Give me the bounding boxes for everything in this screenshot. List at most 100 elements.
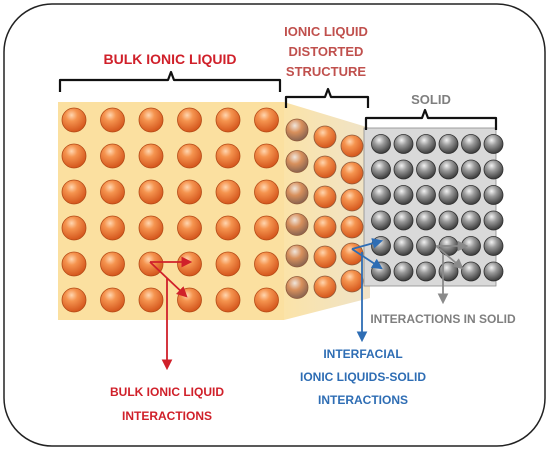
- ion-particle: [61, 287, 87, 313]
- distorted-ion-particle: [340, 134, 364, 158]
- distorted-ion-particle: [285, 244, 309, 268]
- ion-particle: [61, 143, 87, 169]
- distorted-ion-particle: [313, 245, 337, 269]
- solid-particle: [416, 236, 436, 256]
- solid-particle: [461, 185, 481, 205]
- ion-particle: [61, 179, 87, 205]
- distorted-ion-particle: [285, 213, 309, 236]
- solid-particle: [483, 134, 504, 154]
- distorted-ion-particle: [313, 275, 337, 299]
- solid-interactions-label: INTERACTIONS IN SOLID: [370, 312, 516, 326]
- distorted-ion-particle: [285, 118, 309, 142]
- solid-particle: [393, 210, 414, 231]
- solid-particle: [416, 261, 436, 282]
- solid-particle: [438, 134, 459, 154]
- solid-particle: [483, 210, 504, 231]
- solid-particle: [416, 134, 436, 154]
- solid-title: SOLID: [411, 92, 451, 107]
- ion-particle: [215, 143, 241, 169]
- ion-particle: [100, 287, 125, 313]
- bulk-ionic-liquid-title: BULK IONIC LIQUID: [104, 51, 237, 67]
- bulk-liquid-region: [58, 102, 284, 320]
- ion-particle: [177, 107, 202, 133]
- solid-particle: [461, 210, 481, 231]
- bulk-brace: [58, 70, 282, 92]
- interfacial-interaction-arrows: [351, 238, 384, 343]
- solid-particle: [416, 185, 436, 205]
- solid-particle: [483, 185, 504, 205]
- distorted-ion-particle: [313, 185, 337, 209]
- solid-particles: [371, 134, 504, 282]
- ion-particle: [215, 287, 241, 313]
- solid-particle: [483, 261, 504, 282]
- distorted-ion-particles: [285, 118, 364, 299]
- distorted-ion-particle: [285, 150, 309, 173]
- distorted-brace: [284, 87, 370, 108]
- ion-particle: [215, 215, 241, 241]
- solid-particle: [371, 185, 391, 205]
- interfacial-label-line2: IONIC LIQUIDS-SOLID: [300, 370, 426, 384]
- distorted-ion-particle: [340, 215, 364, 239]
- solid-particle: [393, 185, 414, 205]
- ion-particle: [61, 215, 87, 241]
- ion-particle: [254, 251, 279, 277]
- ion-particle: [138, 179, 164, 205]
- solid-particle: [461, 134, 481, 154]
- distorted-ion-particle: [285, 276, 309, 299]
- solid-particle: [393, 236, 414, 256]
- bulk-interactions-label-line1: BULK IONIC LIQUID: [110, 385, 224, 399]
- solid-particle: [371, 236, 391, 256]
- ion-particle: [61, 107, 87, 133]
- ion-particle: [177, 251, 202, 277]
- solid-particle: [416, 159, 436, 180]
- ion-particle: [138, 143, 164, 169]
- distorted-ion-particle: [313, 125, 337, 149]
- distorted-ion-particle: [340, 269, 364, 293]
- distorted-ion-particle: [313, 215, 337, 239]
- distorted-ion-particle: [340, 242, 364, 266]
- solid-particle: [438, 210, 459, 231]
- solid-particle: [393, 159, 414, 180]
- distorted-structure-title-line1: IONIC LIQUID: [284, 24, 368, 39]
- solid-particle: [371, 134, 391, 154]
- ion-particle: [100, 107, 125, 133]
- solid-particle: [371, 159, 391, 180]
- solid-particle: [393, 134, 414, 154]
- distorted-structure-title-line2: DISTORTED: [289, 44, 364, 59]
- bulk-interaction-arrows: [149, 256, 193, 371]
- ion-particle: [254, 287, 279, 313]
- solid-particle: [438, 261, 459, 282]
- distorted-ion-particle: [340, 161, 364, 185]
- solid-particle: [438, 185, 459, 205]
- ion-particle: [254, 107, 279, 133]
- ion-particle: [215, 179, 241, 205]
- ion-particle: [177, 143, 202, 169]
- solid-particle: [461, 159, 481, 180]
- distorted-structure-title-line3: STRUCTURE: [286, 64, 366, 79]
- ion-particle: [100, 143, 125, 169]
- solid-particle: [393, 261, 414, 282]
- ion-particle: [215, 107, 241, 133]
- distorted-ion-particle: [313, 155, 337, 179]
- bulk-interactions-label-line2: INTERACTIONS: [122, 409, 212, 423]
- solid-region: [363, 127, 497, 287]
- ion-particle: [100, 251, 125, 277]
- solid-particle: [438, 159, 459, 180]
- ion-particle: [177, 179, 202, 205]
- ion-particle: [254, 179, 279, 205]
- solid-particle: [416, 210, 436, 231]
- solid-particle: [461, 261, 481, 282]
- interfacial-label-line1: INTERFACIAL: [323, 347, 402, 361]
- solid-brace: [364, 108, 498, 130]
- bulk-ion-particles: [61, 107, 279, 313]
- ion-particle: [100, 215, 125, 241]
- solid-particle: [483, 236, 504, 256]
- interfacial-label-line3: INTERACTIONS: [318, 393, 408, 407]
- ion-particle: [61, 251, 87, 277]
- ion-particle: [254, 215, 279, 241]
- solid-particle: [483, 159, 504, 180]
- ion-particle: [177, 215, 202, 241]
- ion-particle: [138, 107, 164, 133]
- ion-particle: [138, 215, 164, 241]
